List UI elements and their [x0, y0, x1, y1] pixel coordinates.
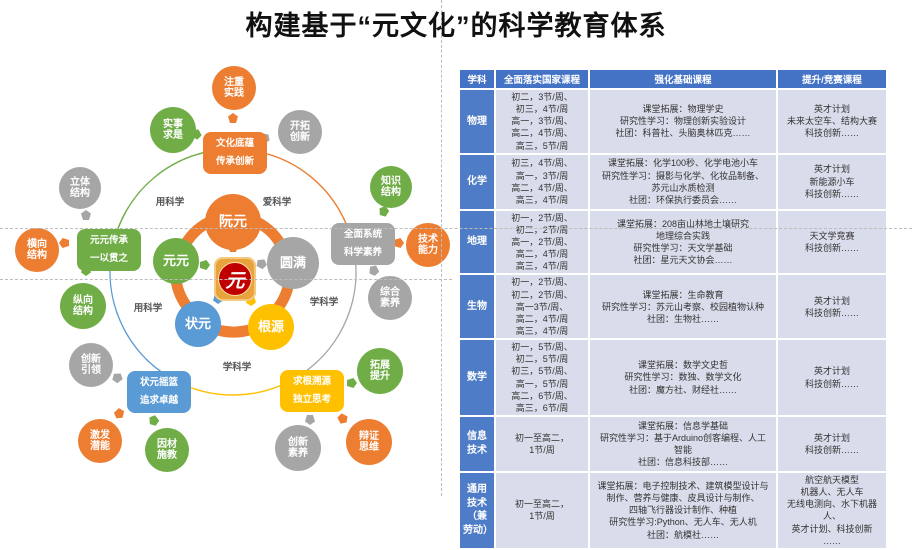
- advanced-cell: 英才计划 未来太空车、结构大赛 科技创新……: [778, 90, 886, 153]
- pentagon-arrow-icon: [305, 415, 315, 425]
- satellite-bubble: 横向 结构: [15, 228, 59, 272]
- pentagon-arrow-icon: [347, 378, 357, 388]
- national-cell: 初一至高二， 1节/周: [496, 416, 588, 471]
- quadrant-label: 用科学: [155, 197, 185, 208]
- tag-champion: 状元摇篮 追求卓越: [127, 371, 191, 413]
- subject-cell: 生物: [460, 275, 494, 339]
- quadrant-label: 爱科学: [262, 197, 292, 208]
- pentagon-arrow-icon: [59, 238, 69, 248]
- pentagon-arrow-icon: [394, 238, 404, 248]
- advanced-cell: 英才计划 科技创新……: [778, 416, 886, 471]
- horizontal-guide-line: [0, 228, 912, 229]
- satellite-bubble: 综合 素养: [368, 276, 412, 320]
- cycle-arrow: [211, 324, 251, 338]
- table-row: 信息技术 初一至高二， 1节/周 课堂拓展：信息学基础 研究性学习：基于Ardu…: [460, 416, 886, 471]
- national-cell: 初三，4节/周、 高一，3节/周 高二，4节/周、 高三，4节/周: [496, 154, 588, 209]
- tag-culture: 文化底蕴 传承创新: [203, 132, 267, 174]
- subject-cell: 化学: [460, 154, 494, 209]
- satellite-bubble: 立体 结构: [59, 167, 101, 209]
- horizontal-guide-line: [0, 279, 452, 280]
- tag-heritage: 元元传承 一以贯之: [77, 229, 141, 271]
- quadrant-label: 用科学: [133, 303, 163, 314]
- subject-cell: 物理: [460, 90, 494, 153]
- table-row: 地理 初一，2节/周、 初二，2节/周 高一，2节/周、 高二，4节/周 高三，…: [460, 210, 886, 274]
- curriculum-table: 学科 全面落实国家课程 强化基础课程 提升/竞赛课程 物理 初二，3节/周、 初…: [458, 68, 888, 550]
- national-cell: 初一至高二， 1节/周: [496, 472, 588, 548]
- tag-system: 全面系统 科学素养: [331, 223, 395, 265]
- main-bubble-yuanman: 圆满: [267, 237, 319, 289]
- national-cell: 初一，5节/周、 初二，5节/周 初三，5节/周、 高一，5节/周 高二，6节/…: [496, 340, 588, 415]
- subject-cell: 通用技术 （兼劳动）: [460, 472, 494, 548]
- subject-cell: 信息技术: [460, 416, 494, 471]
- national-cell: 初二，3节/周、 初三，4节/周 高一，3节/周、 高二，4节/周、 高三，5节…: [496, 90, 588, 153]
- main-bubble-zhuangyuan: 状元: [175, 301, 221, 347]
- vertical-guide-line: [441, 0, 442, 496]
- quadrant-label: 学科学: [222, 362, 252, 373]
- pentagon-arrow-icon: [113, 408, 125, 419]
- satellite-bubble: 开拓 创新: [278, 110, 322, 154]
- satellite-bubble: 激发 潜能: [78, 419, 122, 463]
- national-cell: 初一，2节/周、 初二，2节/周、 高一3节/周、 高二，4节/周 高三，4节/…: [496, 275, 588, 339]
- table-row: 通用技术 （兼劳动） 初一至高二， 1节/周 课堂拓展：电子控制技术、建筑模型设…: [460, 472, 886, 548]
- main-bubble-yuanyuan: 元元: [153, 238, 199, 284]
- basic-cell: 课堂拓展：电子控制技术、建筑模型设计与 制作、营养与健康、皮具设计与制作、 四轴…: [590, 472, 776, 548]
- satellite-bubble: 因材 施教: [145, 428, 189, 472]
- subject-cell: 地理: [460, 210, 494, 274]
- satellite-bubble: 创新 素养: [275, 425, 321, 471]
- pentagon-arrow-icon: [112, 373, 123, 384]
- subject-cell: 数学: [460, 340, 494, 415]
- table-row: 生物 初一，2节/周、 初二，2节/周、 高一3节/周、 高二，4节/周 高三，…: [460, 275, 886, 339]
- satellite-bubble: 辩证 思维: [346, 419, 392, 465]
- basic-cell: 课堂拓展：数学文史哲 研究性学习：数独、数学文化 社团：魔方社、财经社……: [590, 340, 776, 415]
- pentagon-arrow-icon: [228, 113, 238, 123]
- basic-cell: 课堂拓展：信息学基础 研究性学习：基于Arduino创客编程、人工 智能 社团：…: [590, 416, 776, 471]
- header-advanced-course: 提升/竞赛课程: [778, 70, 886, 88]
- advanced-cell: 航空航天模型 机器人、无人车 无线电测向、水下机器人、 英才计划、科技创新 ……: [778, 472, 886, 548]
- pentagon-arrow-icon: [379, 206, 390, 217]
- advanced-cell: 英才计划 科技创新……: [778, 340, 886, 415]
- satellite-bubble: 知识 结构: [370, 166, 412, 208]
- table-row: 化学 初三，4节/周、 高一，3节/周 高二，4节/周、 高三，4节/周 课堂拓…: [460, 154, 886, 209]
- basic-cell: 课堂拓展：物理学史 研究性学习：物理创新实验设计 社团：科普社、头脑奥林匹克……: [590, 90, 776, 153]
- table-row: 物理 初二，3节/周、 初三，4节/周 高一，3节/周、 高二，4节/周、 高三…: [460, 90, 886, 153]
- table-row: 数学 初一，5节/周、 初二，5节/周 初三，5节/周、 高一，5节/周 高二，…: [460, 340, 886, 415]
- table-header-row: 学科 全面落实国家课程 强化基础课程 提升/竞赛课程: [460, 70, 886, 88]
- satellite-bubble: 创新 引领: [69, 343, 113, 387]
- satellite-bubble: 注重 实践: [212, 66, 256, 110]
- pentagon-arrow-icon: [256, 259, 267, 270]
- pentagon-arrow-icon: [369, 265, 380, 276]
- satellite-bubble: 纵向 结构: [60, 283, 106, 329]
- basic-cell: 课堂拓展：208亩山林地土壤研究 地理综合实践 研究性学习：天文学基础 社团：星…: [590, 210, 776, 274]
- basic-cell: 课堂拓展：生命教育 研究性学习：苏元山考察、校园植物认种 社团：生物社……: [590, 275, 776, 339]
- header-subject: 学科: [460, 70, 494, 88]
- pentagon-arrow-icon: [149, 415, 160, 426]
- basic-cell: 课堂拓展：化学100秒、化学电池小车 研究性学习：摄影与化学、化妆品制备、 苏元…: [590, 154, 776, 209]
- satellite-bubble: 拓展 提升: [357, 348, 403, 394]
- advanced-cell: 英才计划 新能源小车 科技创新……: [778, 154, 886, 209]
- page-title: 构建基于“元文化”的科学教育体系: [245, 11, 667, 41]
- pentagon-arrow-icon: [81, 210, 91, 220]
- satellite-bubble: 实事 求是: [150, 107, 196, 153]
- header-national-course: 全面落实国家课程: [496, 70, 588, 88]
- quadrant-label: 学科学: [309, 297, 339, 308]
- advanced-cell: 天文学竞赛 科技创新……: [778, 210, 886, 274]
- pentagon-arrow-icon: [337, 413, 348, 424]
- pentagon-arrow-icon: [200, 260, 210, 270]
- main-bubble-genyuan: 根源: [248, 304, 294, 350]
- header-basic-course: 强化基础课程: [590, 70, 776, 88]
- main-bubble-ruanyuan: 阮元: [205, 194, 261, 250]
- national-cell: 初一，2节/周、 初二，2节/周 高一，2节/周、 高二，4节/周 高三，4节/…: [496, 210, 588, 274]
- tag-root: 求根溯源 独立思考: [280, 370, 344, 412]
- satellite-bubble: 技术 能力: [406, 223, 450, 267]
- advanced-cell: 英才计划 科技创新……: [778, 275, 886, 339]
